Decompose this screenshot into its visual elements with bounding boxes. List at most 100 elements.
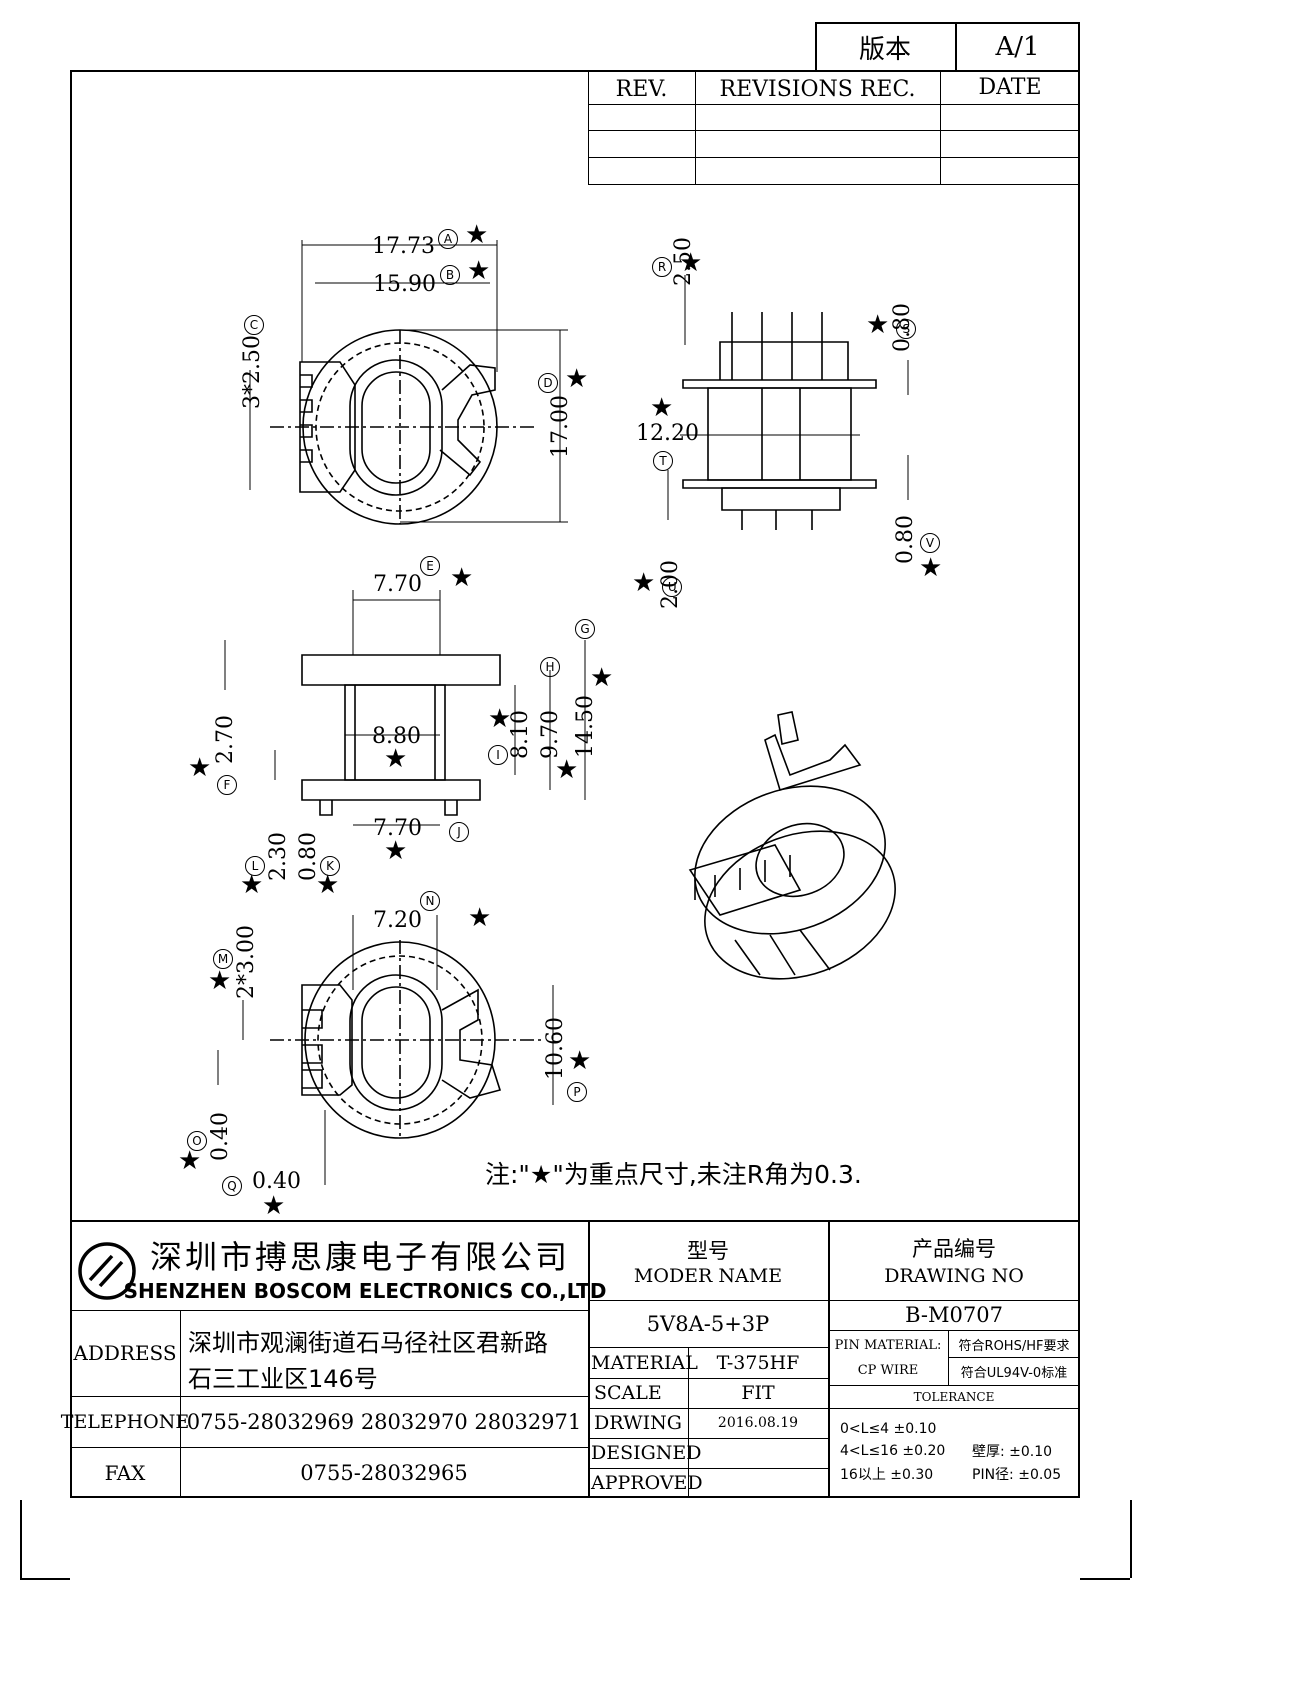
designed-label: DESIGNED [591, 1442, 702, 1464]
tolerance-row2: 4<L≤16 ±0.20 [840, 1443, 946, 1459]
tolerance-pin: PIN径: ±0.05 [972, 1467, 1062, 1483]
date-header: DATE [978, 74, 1042, 100]
marker-m: M [213, 946, 233, 969]
marker-h: H [540, 654, 560, 677]
tolerance-wall: 壁厚: ±0.10 [972, 1444, 1053, 1460]
telephone-label: TELEPHONE [60, 1410, 190, 1433]
version-value: A/1 [995, 32, 1040, 62]
marker-i: I [488, 742, 508, 765]
side-view-drawing [668, 275, 908, 530]
marker-h-star: ★ [488, 704, 512, 734]
revisions-rec-header: REVISIONS REC. [719, 76, 916, 102]
drawing-frame [70, 70, 1080, 1498]
marker-e-star: ★ [450, 563, 474, 593]
dim-a: 17.73 [372, 234, 435, 259]
dim-p: 10.60 [543, 1017, 568, 1080]
drawing-no-label-en: DRAWING NO [884, 1265, 1024, 1287]
marker-t-star: ★ [650, 393, 674, 423]
marker-c: C [244, 312, 264, 335]
crop-mark-bottom-right [1080, 1578, 1130, 1580]
fax-label: FAX [104, 1460, 146, 1485]
marker-n: N [420, 888, 440, 911]
marker-o: O [187, 1128, 207, 1151]
crop-mark-left [20, 1500, 22, 1578]
dim-j: 7.70 [373, 816, 422, 841]
company-name-en: SHENZHEN BOSCOM ELECTRONICS CO.,LTD [123, 1279, 607, 1303]
scale-value: FIT [741, 1382, 775, 1404]
tolerance-row1: 0<L≤4 ±0.10 [840, 1421, 937, 1437]
marker-g: G [575, 616, 595, 639]
drawing-no-value: B-M0707 [905, 1303, 1003, 1327]
material-value: T-375HF [716, 1351, 800, 1374]
dim-e: 7.70 [373, 572, 422, 597]
model-label-cn: 型号 [687, 1239, 729, 1263]
marker-j-star: ★ [384, 836, 408, 866]
company-name-cn: 深圳市搏思康电子有限公司 [150, 1238, 571, 1276]
dim-d: 17.00 [548, 395, 573, 458]
dim-g: 14.50 [573, 695, 598, 758]
address-label: ADDRESS [73, 1341, 177, 1365]
marker-f: ★ [188, 753, 212, 783]
dim-m: 2*3.00 [234, 925, 259, 999]
company-logo [76, 1240, 138, 1302]
marker-m-star: ★ [208, 966, 232, 996]
marker-t: T [653, 448, 673, 471]
dim-v: 0.80 [893, 515, 918, 564]
marker-q: Q [222, 1173, 242, 1196]
isometric-view-drawing [674, 712, 916, 1004]
marker-f-circ: F [217, 772, 237, 795]
marker-v: V [920, 530, 940, 553]
rev-header: REV. [615, 76, 668, 102]
note-text: 注:"★"为重点尺寸,未注R角为0.3. [485, 1160, 862, 1189]
drawing-no-label-cn: 产品编号 [912, 1237, 996, 1261]
approved-label: APPROVED [591, 1472, 703, 1494]
marker-k-star: ★ [316, 870, 340, 900]
telephone-value: 0755-28032969 28032970 28032971 [186, 1409, 582, 1434]
marker-88-star: ★ [384, 744, 408, 774]
tolerance-title: TOLERANCE [913, 1389, 995, 1404]
dim-t: 12.20 [636, 421, 699, 446]
model-value: 5V8A-5+3P [646, 1311, 770, 1336]
address-line2: 石三工业区146号 [188, 1364, 378, 1393]
cp-wire-value: 符合UL94V-0标准 [960, 1366, 1068, 1381]
tolerance-row3: 16以上 ±0.30 [840, 1467, 934, 1483]
marker-l-star: ★ [240, 870, 264, 900]
revision-table [588, 70, 1080, 185]
marker-s: ★ S [866, 312, 917, 339]
fax-value: 0755-28032965 [300, 1460, 468, 1485]
dim-n: 7.20 [373, 908, 422, 933]
pin-material-label: PIN MATERIAL: [834, 1337, 942, 1353]
marker-g-star: ★ [590, 663, 614, 693]
dim-q: 0.40 [252, 1169, 301, 1194]
bottom-view-drawing [218, 915, 553, 1185]
front-view-drawing [225, 590, 585, 825]
model-label-en: MODER NAME [633, 1265, 783, 1287]
dim-h: 8.10 [508, 710, 533, 759]
dim-o: 0.40 [208, 1112, 233, 1161]
marker-r: R ★ [652, 250, 702, 277]
marker-n-star: ★ [468, 903, 492, 933]
material-label: MATERIAL [591, 1351, 698, 1374]
crop-mark-right [1130, 1500, 1132, 1578]
marker-j: J [449, 819, 469, 842]
top-view-drawing [250, 240, 568, 524]
marker-i-star: ★ [555, 755, 579, 785]
dim-b: 15.90 [373, 272, 436, 297]
marker-b: B ★ [440, 258, 490, 285]
drwing-value: 2016.08.19 [717, 1415, 799, 1431]
marker-o-star: ★ [178, 1146, 202, 1176]
marker-q-star: ★ [262, 1191, 286, 1221]
marker-a: A ★ [438, 222, 488, 249]
marker-v-star: ★ [919, 553, 943, 583]
marker-e: E [420, 553, 440, 576]
scale-label: SCALE [594, 1382, 662, 1404]
drwing-label: DRWING [594, 1412, 682, 1434]
dim-c: 3*2.50 [240, 335, 265, 409]
dim-l: 2.30 [266, 832, 291, 881]
marker-p: P [567, 1079, 587, 1102]
crop-mark-bottom-left [20, 1578, 70, 1580]
dim-88: 8.80 [372, 724, 421, 749]
pin-material-value: 符合ROHS/HF要求 [958, 1338, 1070, 1354]
address-line1: 深圳市观澜街道石马径社区君新路 [188, 1328, 548, 1357]
